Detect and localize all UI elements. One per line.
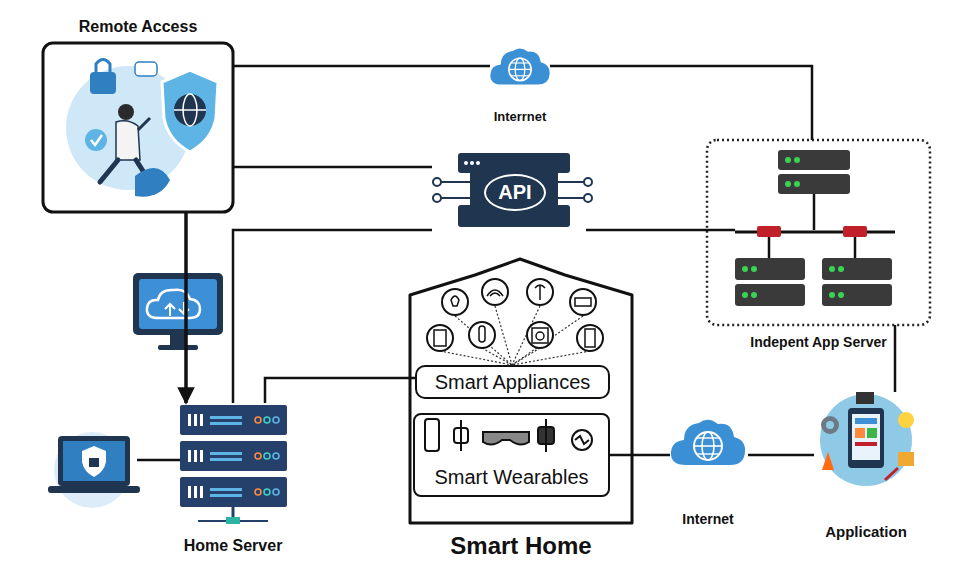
- wearable-icons: [425, 419, 592, 452]
- node-label: Application: [825, 523, 907, 540]
- connector: [748, 454, 814, 457]
- connector: [610, 454, 670, 457]
- node-label: Smart Home: [450, 532, 591, 560]
- node-label: Remote Access: [79, 18, 198, 36]
- connector: [265, 378, 415, 403]
- node-label: Internet: [682, 511, 733, 527]
- app-server-illustration: [707, 140, 930, 325]
- connector: [894, 325, 897, 392]
- home-server-node: Home Server: [165, 403, 301, 555]
- node-label: Home Server: [184, 537, 283, 555]
- appliance-icons: [427, 279, 603, 365]
- smart-home-house: Smart Home Smart AppliancesSmart Wearable…: [405, 255, 637, 560]
- connector: [233, 230, 432, 403]
- smart-wearables-box: Smart Wearables: [413, 413, 610, 497]
- node-label: Indepent App Server: [750, 334, 886, 350]
- node-label: API: [484, 174, 545, 211]
- node-label: Smart Appliances: [435, 371, 591, 394]
- laptop-icon: [48, 432, 180, 508]
- application-node: Application: [796, 380, 936, 540]
- smart-appliances-box: Smart Appliances: [415, 365, 610, 399]
- node-label: Smart Wearables: [434, 466, 588, 495]
- remote-access-box: Remote Access: [43, 18, 233, 212]
- node-label: Interrnet: [494, 109, 547, 124]
- internet-cloud: Internet: [660, 415, 756, 527]
- api-icon: [433, 153, 592, 227]
- monitor-icon: [133, 273, 223, 350]
- app-server-group: Indepent App Server: [707, 140, 930, 350]
- house-outline: [405, 255, 637, 560]
- connector: [233, 65, 490, 68]
- connector: [233, 166, 432, 169]
- connector: [184, 212, 188, 403]
- api-icon-box: API: [440, 150, 590, 235]
- home-server-icon: [180, 405, 287, 524]
- connector: [550, 66, 812, 140]
- remote-access-illustration: [43, 43, 233, 212]
- application-icon: [820, 392, 914, 486]
- connector: [586, 229, 735, 232]
- internet-cloud: Interrnet: [478, 44, 562, 124]
